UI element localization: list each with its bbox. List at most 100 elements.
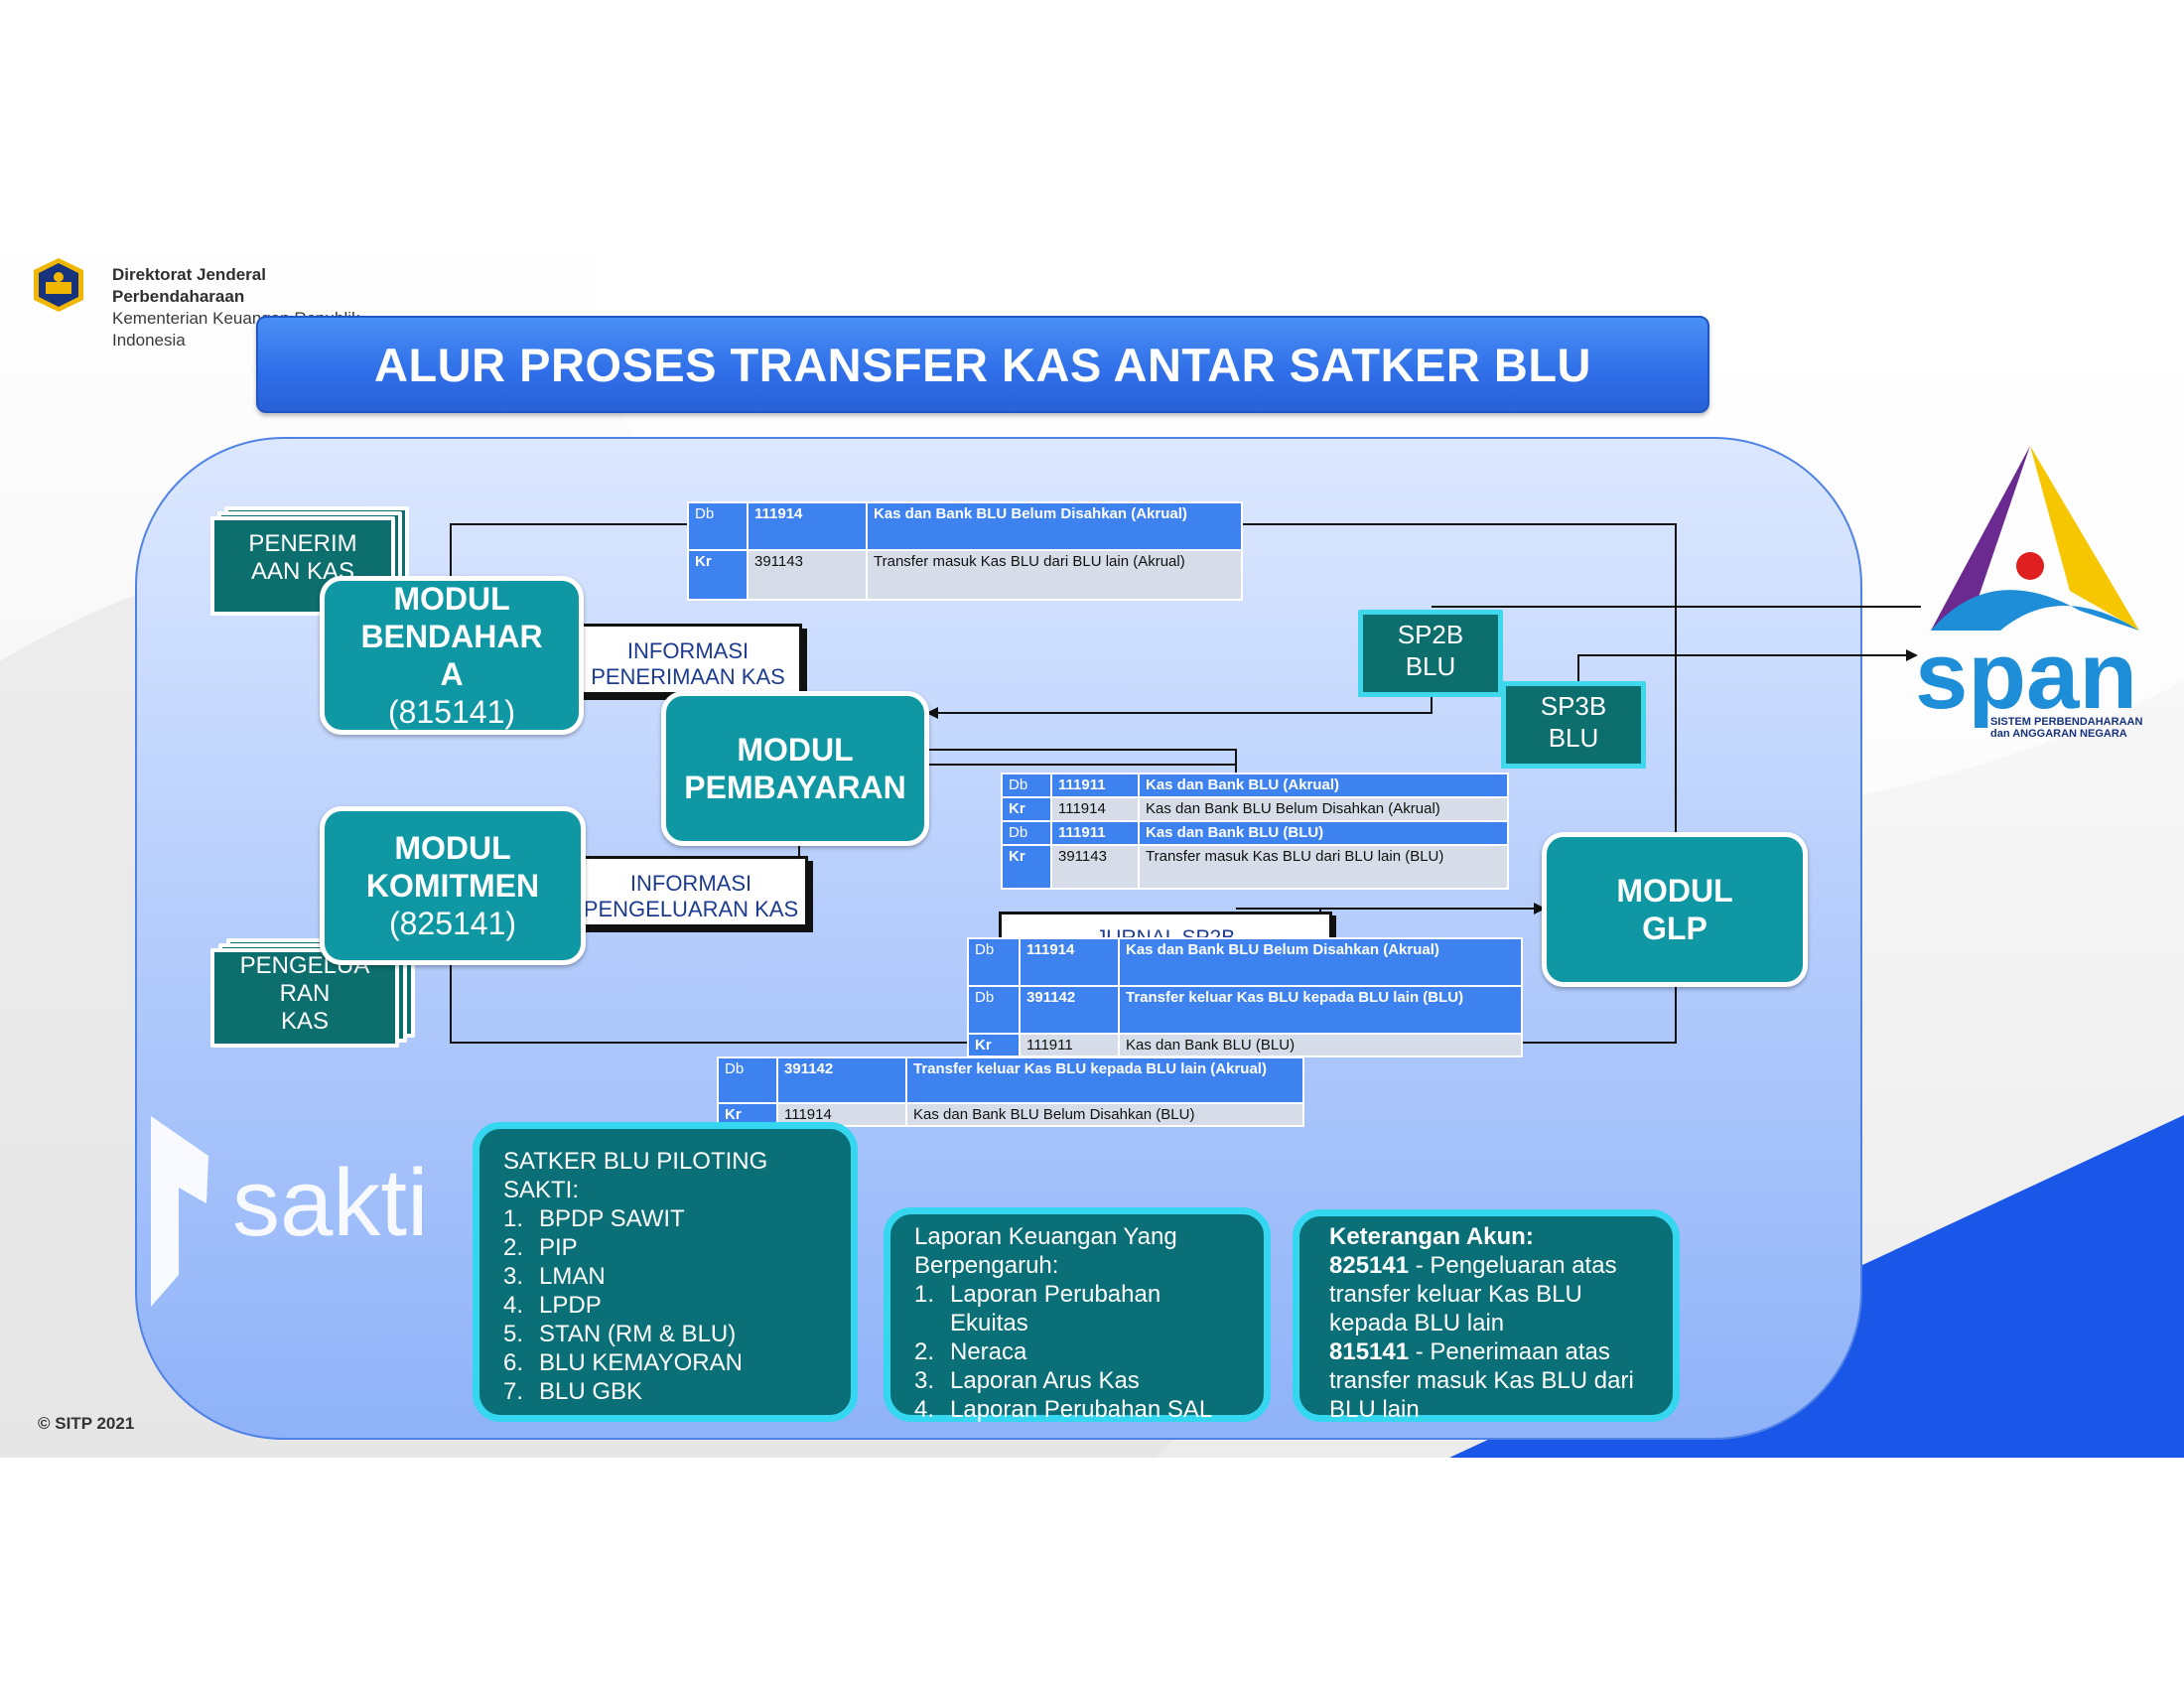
module-title: MODUL [393,581,510,617]
sp-label: SP2B [1397,620,1464,649]
journal-table-2: Db 111911 Kas dan Bank BLU (Akrual) Kr 1… [1001,773,1509,890]
journal-side: Db [967,937,1021,987]
journal-account: 391143 [747,549,868,601]
penerimaan-kas-doc: PENERIM AAN KAS [210,506,409,616]
doc-label: KAS [280,1008,330,1035]
kemenkeu-emblem-icon [34,258,83,312]
doc-front: PENGELUA RAN KAS [210,948,399,1048]
box-heading: SATKER BLU PILOTING [503,1148,768,1175]
list-item: 2.Neraca [914,1338,1027,1365]
journal-desc: Kas dan Bank BLU (Akrual) [1138,773,1509,798]
journal-account: 111911 [1019,1033,1120,1057]
list-item: 2.PIP [503,1234,578,1261]
span-wordmark: span [1915,623,2137,729]
keterangan-item: 825141 - Pengeluaran atas transfer kelua… [1329,1252,1617,1336]
module-title: A [440,656,464,692]
journal-row: Kr 391143 Transfer masuk Kas BLU dari BL… [1001,844,1509,890]
journal-row: Kr 111911 Kas dan Bank BLU (BLU) [967,1033,1523,1057]
satker-piloting-box: SATKER BLU PILOTING SAKTI: 1.BPDP SAWIT … [473,1122,858,1422]
journal-table-4: Db 391142 Transfer keluar Kas BLU kepada… [717,1056,1304,1127]
title-bar: ALUR PROSES TRANSFER KAS ANTAR SATKER BL… [256,316,1709,413]
journal-account: 111914 [1019,937,1120,987]
sp-label: BLU [1548,723,1599,753]
journal-desc: Kas dan Bank BLU Belum Disahkan (Akrual) [1118,937,1523,987]
journal-row: Kr 111914 Kas dan Bank BLU Belum Disahka… [1001,796,1509,822]
modul-pembayaran[interactable]: MODUL PEMBAYARAN [661,691,929,846]
journal-desc: Kas dan Bank BLU (BLU) [1138,820,1509,846]
org-line: Direktorat Jenderal [112,265,266,284]
journal-desc: Kas dan Bank BLU (BLU) [1118,1033,1523,1057]
journal-desc: Kas dan Bank BLU Belum Disahkan (Akrual) [1138,796,1509,822]
journal-side: Kr [1001,844,1052,890]
journal-side: Kr [687,549,749,601]
journal-row: Db 111911 Kas dan Bank BLU (BLU) [1001,820,1509,846]
list-item: 1.BPDP SAWIT [503,1205,685,1232]
modul-glp[interactable]: MODUL GLP [1542,832,1808,987]
list-item: 4.LPDP [503,1292,602,1319]
module-title: MODUL [737,732,854,768]
keterangan-item: 815141 - Penerimaan atas transfer masuk … [1329,1338,1634,1423]
informasi-pengeluaran-box: INFORMASI PENGELUARAN KAS [574,856,808,927]
journal-row: Kr 391143 Transfer masuk Kas BLU dari BL… [687,549,1243,601]
journal-row: Db 111911 Kas dan Bank BLU (Akrual) [1001,773,1509,798]
journal-account: 391142 [776,1056,907,1104]
sp-label: BLU [1405,651,1456,681]
info-label: INFORMASI [629,871,752,896]
journal-desc: Transfer masuk Kas BLU dari BLU lain (Ak… [866,549,1243,601]
module-title: MODUL [394,830,511,866]
copyright: © SITP 2021 [38,1414,135,1433]
list-item: 1.Laporan Perubahan Ekuitas [914,1281,1161,1336]
journal-account: 391142 [1019,985,1120,1035]
list-item: 3.LMAN [503,1263,606,1290]
journal-side: Db [717,1056,778,1104]
box-heading: Berpengaruh: [914,1252,1059,1279]
modul-komitmen[interactable]: MODUL KOMITMEN (825141) [320,806,586,965]
journal-row: Db 111914 Kas dan Bank BLU Belum Disahka… [967,937,1523,987]
sp2b-blu-doc: SP2B BLU [1358,610,1503,697]
doc-label: RAN [279,980,331,1007]
laporan-list: 1.Laporan Perubahan Ekuitas 2.Neraca 3.L… [914,1280,1264,1424]
sakti-wordmark: sakti [232,1150,428,1256]
box-heading: Laporan Keuangan Yang [914,1223,1177,1250]
module-title: PEMBAYARAN [684,770,906,805]
module-code: (815141) [387,694,516,730]
journal-desc: Transfer keluar Kas BLU kepada BLU lain … [1118,985,1523,1035]
module-code: (825141) [388,906,517,941]
sp3b-blu-doc: SP3B BLU [1501,681,1646,769]
journal-side: Db [687,501,749,551]
journal-account: 111911 [1050,820,1140,846]
module-title: MODUL [1616,873,1733,909]
journal-row: Db 111914 Kas dan Bank BLU Belum Disahka… [687,501,1243,551]
journal-row: Kr 111914 Kas dan Bank BLU Belum Disahka… [717,1102,1304,1127]
sp-label: SP3B [1540,691,1607,721]
module-title: BENDAHAR [360,619,543,654]
doc-label: PENERIM [248,530,357,557]
journal-side: Db [1001,773,1052,798]
span-tagline: SISTEM PERBENDAHARAAN [1990,716,2142,728]
keterangan-akun-box: Keterangan Akun: 825141 - Pengeluaran at… [1293,1209,1680,1423]
list-item: 3.Laporan Arus Kas [914,1367,1140,1394]
info-label: PENGELUARAN KAS [583,897,799,921]
journal-account: 391143 [1050,844,1140,890]
informasi-penerimaan-box: INFORMASI PENERIMAAN KAS [574,624,802,695]
journal-side: Db [967,985,1021,1035]
org-name: Direktorat Jenderal Perbendaharaan Kemen… [112,264,410,352]
org-line: Perbendaharaan [112,287,245,306]
list-item: 4.Laporan Perubahan SAL [914,1396,1213,1423]
module-title: KOMITMEN [365,868,540,904]
module-title: GLP [1642,911,1707,946]
journal-account: 111911 [1050,773,1140,798]
sakti-logo: sakti [151,1116,428,1307]
journal-table-3: Db 111914 Kas dan Bank BLU Belum Disahka… [967,937,1523,1057]
list-item: 6.BLU KEMAYORAN [503,1349,743,1376]
journal-side: Kr [967,1033,1021,1057]
box-heading: Keterangan Akun: [1329,1223,1534,1250]
page-title: ALUR PROSES TRANSFER KAS ANTAR SATKER BL… [374,338,1591,391]
journal-row: Db 391142 Transfer keluar Kas BLU kepada… [967,985,1523,1035]
journal-account: 111914 [1050,796,1140,822]
modul-bendahara[interactable]: MODUL BENDAHAR A (815141) [320,576,584,735]
span-logo: span SISTEM PERBENDAHARAAN dan ANGGARAN … [1915,446,2142,740]
journal-desc: Transfer keluar Kas BLU kepada BLU lain … [905,1056,1304,1104]
box-heading: SAKTI: [503,1177,580,1203]
span-tagline: dan ANGGARAN NEGARA [1990,728,2127,740]
